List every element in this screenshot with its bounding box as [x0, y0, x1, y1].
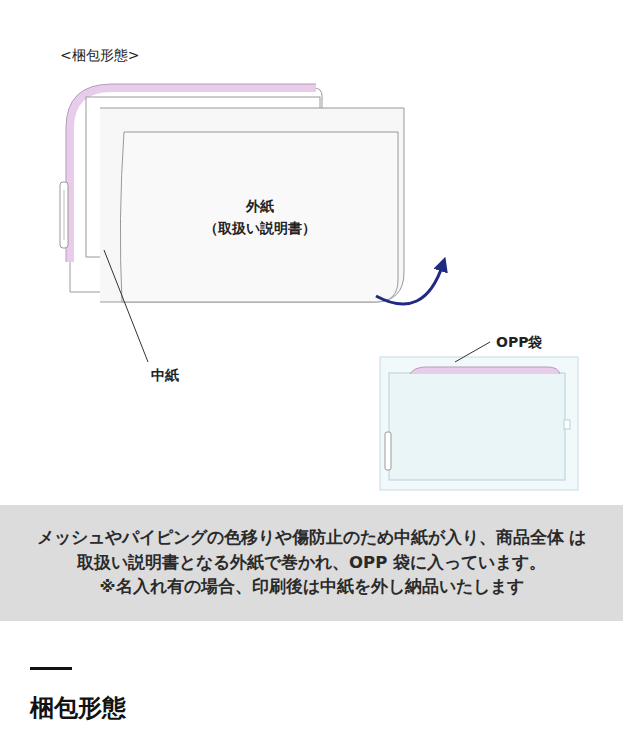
bagged-zipper — [385, 432, 391, 470]
figure-caption: <梱包形態> — [60, 47, 139, 65]
leader-line — [455, 342, 490, 362]
outer-paper-back — [100, 108, 404, 302]
outer-paper-front — [120, 132, 398, 302]
heading-bar — [30, 667, 72, 670]
wrap-arrow — [376, 264, 443, 304]
bag-tab — [564, 420, 570, 429]
leader-line — [104, 250, 148, 362]
part-name: 中紙 — [151, 367, 179, 385]
note-band: メッシュやパイピングの色移りや傷防止のため中紙が入り、商品全体 は取扱い説明書と… — [0, 505, 623, 621]
bagged-piping — [410, 367, 560, 374]
note-text: ※名入れ有の場合、印刷後は中紙を外し納品いたします — [99, 575, 523, 600]
note-text: メッシュやパイピングの色移りや傷防止のため中紙が入り、商品全体 は取扱い説明書と… — [32, 526, 592, 576]
sheet-label: 外紙 — [246, 195, 274, 217]
opp-bag — [380, 357, 578, 490]
zipper-pull — [60, 182, 68, 248]
sheet-label: （取扱い説明書） — [204, 217, 316, 239]
outer-paper: 外紙（取扱い説明書） — [124, 134, 396, 300]
part-name: OPP袋 — [496, 334, 542, 352]
section-heading: 梱包形態 — [30, 692, 126, 724]
zipper-line — [64, 190, 65, 240]
bagged-pouch — [389, 373, 565, 480]
